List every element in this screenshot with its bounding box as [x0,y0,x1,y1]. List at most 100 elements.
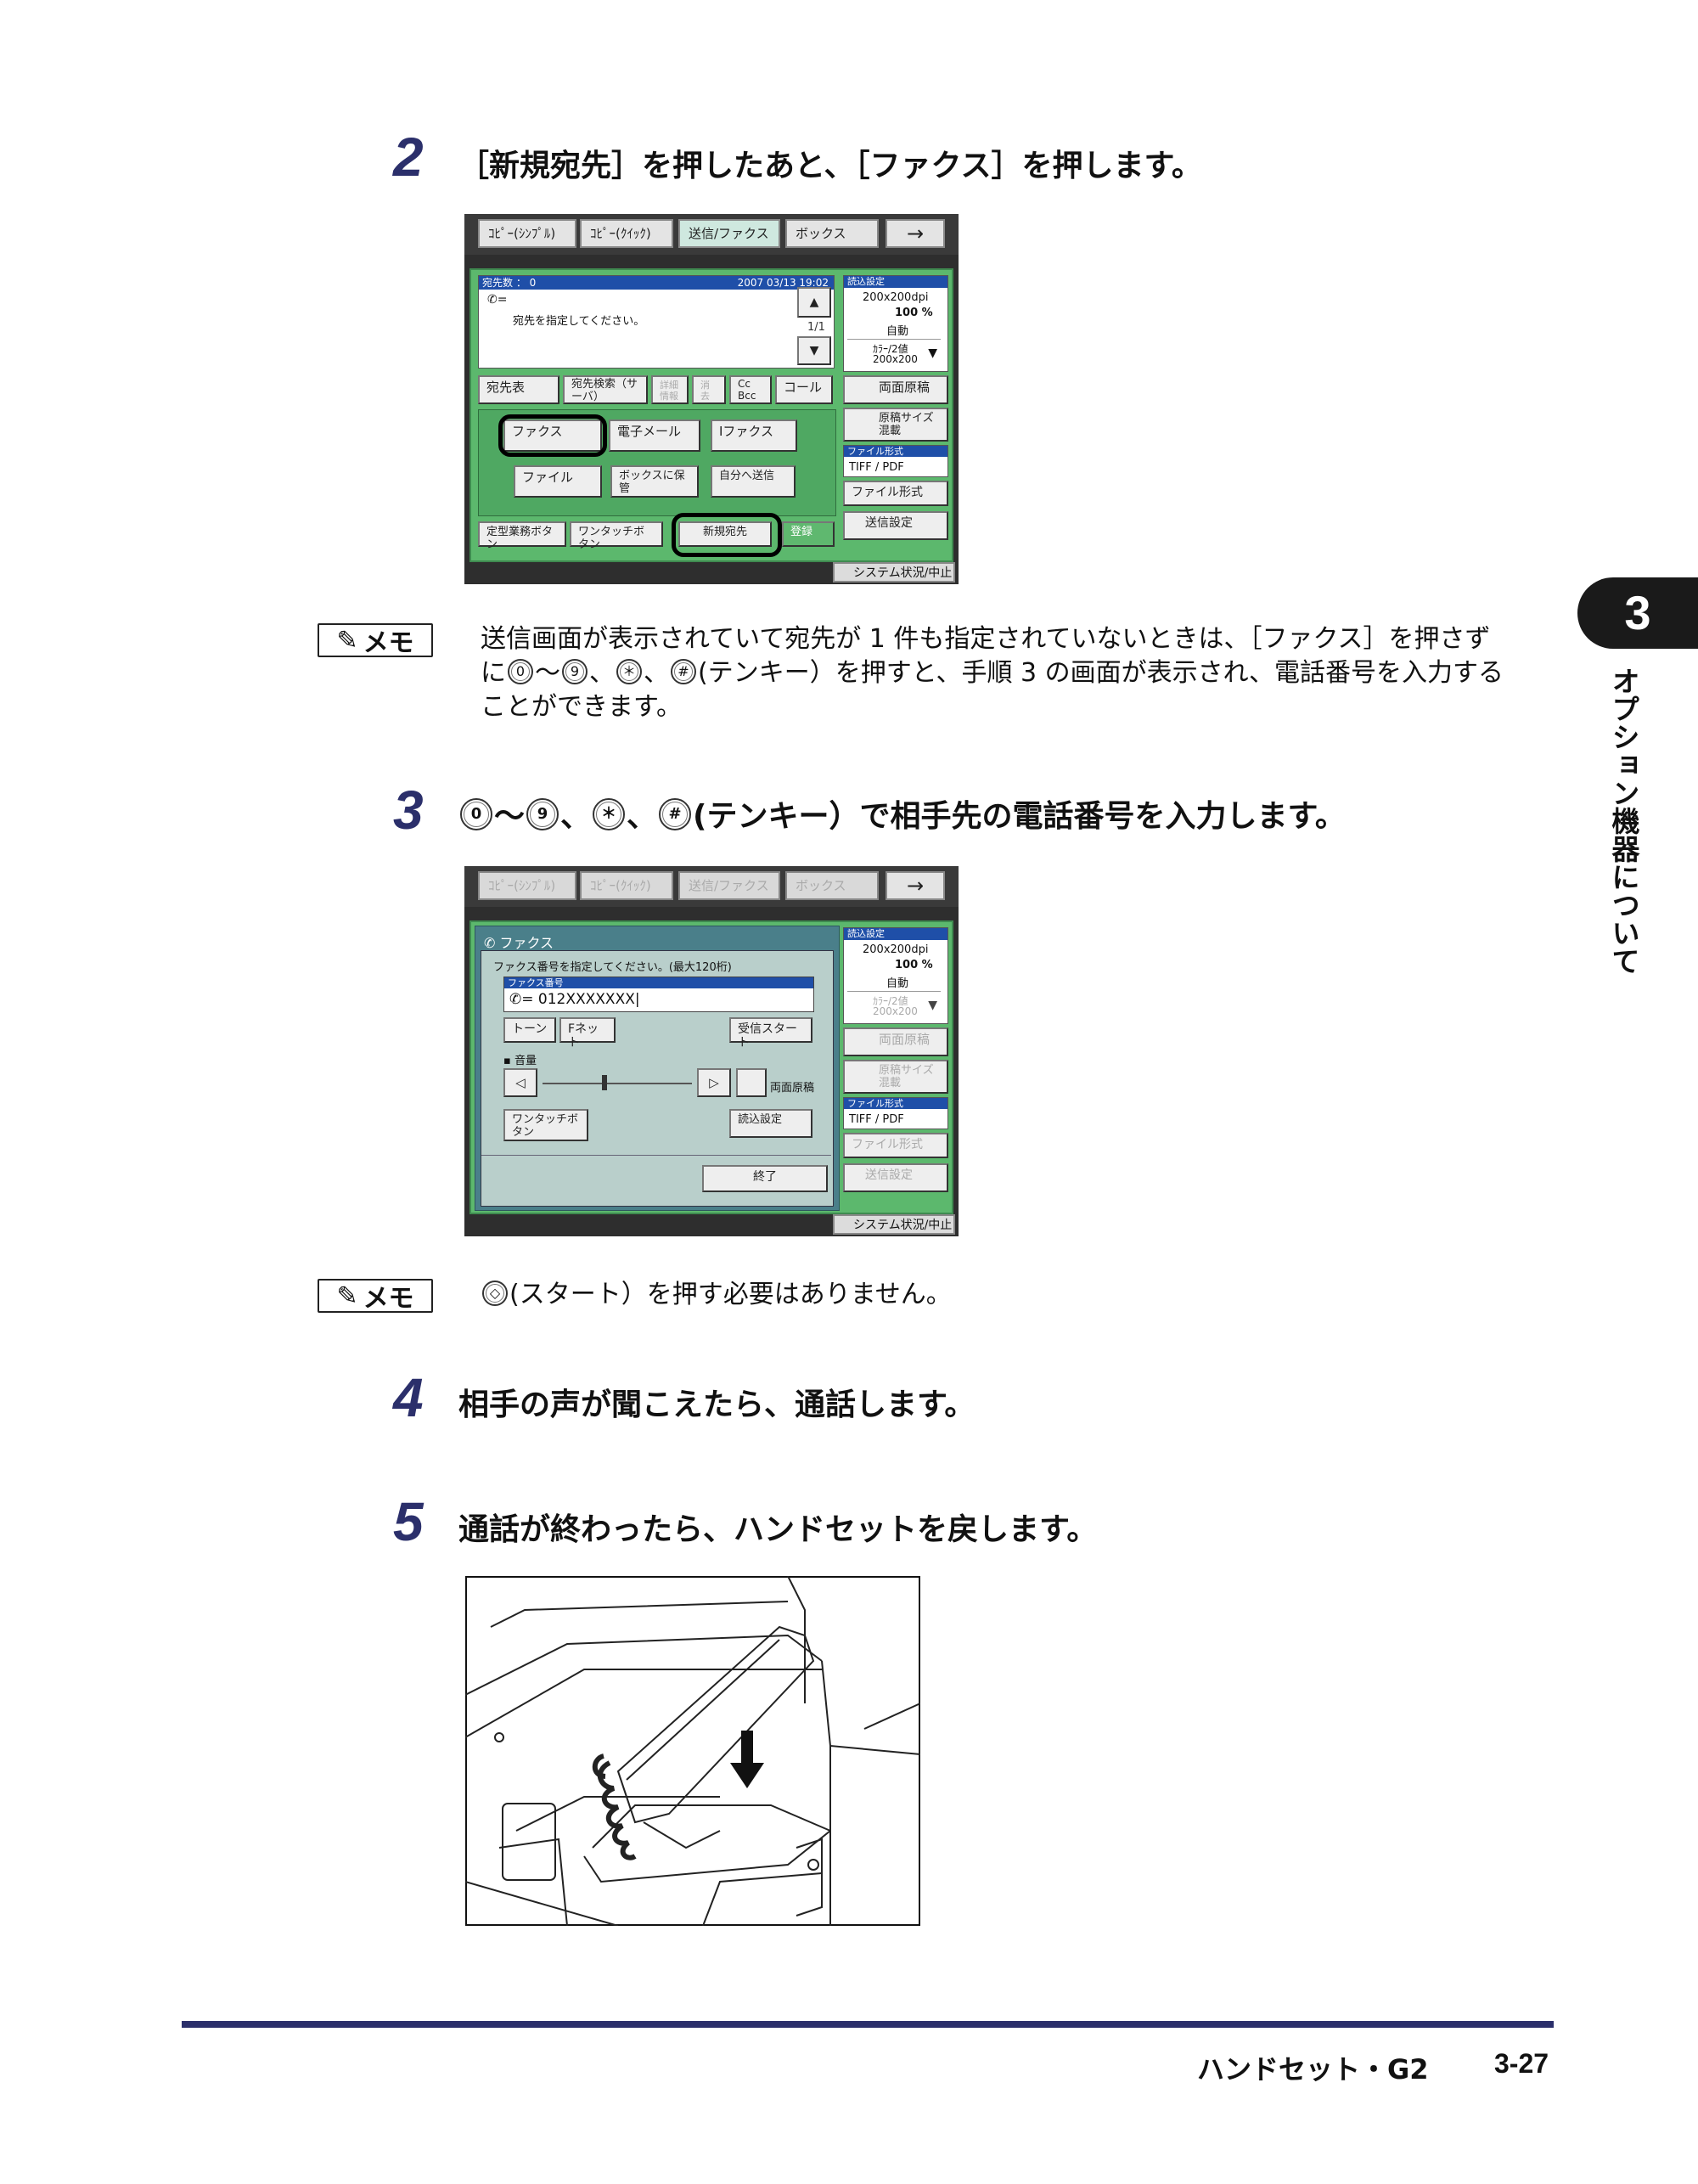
divider [481,1155,831,1156]
new-address-button[interactable]: 新規宛先 [678,521,772,547]
favorite-buttons-button[interactable]: 定型業務ボタン [478,521,566,551]
volume-slider-track[interactable] [543,1083,692,1084]
zoom: 100 % [895,307,933,319]
tab-next-arrow-icon[interactable]: → [886,219,945,248]
color-mode-select[interactable]: ｶﾗｰ/2値 200x200 ▼ [847,991,941,1022]
memo-label: メモ [363,628,414,658]
read-settings-header: 読込設定 [844,276,947,288]
chevron-down-icon: ▼ [928,346,937,360]
tab-send-fax[interactable]: 送信/ファクス [678,871,780,900]
screen-body: ✆ ファクス ファクス番号を指定してください。(最大120桁) ファクス番号 ✆… [469,920,953,1214]
tab-copy-simple[interactable]: ｺﾋﾟｰ(ｼﾝﾌﾟﾙ) [478,871,576,900]
destination-count-header: 宛先数 ： 0 2007 03/13 19:02 [479,276,834,290]
volume-slider-handle[interactable] [602,1075,607,1090]
step-text: ［新規宛先］を押したあと、［ファクス］を押します。 [458,149,1202,183]
end-button[interactable]: 終了 [702,1165,828,1192]
volume-down-icon[interactable]: ◁ [503,1068,537,1097]
separator: 、 [589,658,615,688]
tab-send-fax[interactable]: 送信/ファクス [678,219,780,248]
ifax-button[interactable]: Iファクス [711,419,797,452]
destination-placeholder: 宛先を指定してください。 [513,315,645,328]
handset-illustration [465,1576,920,1926]
tab-next-arrow-icon[interactable]: → [886,871,945,900]
tab-copy-quick[interactable]: ｺﾋﾟｰ(ｸｲｯｸ) [580,219,673,248]
tab-copy-quick[interactable]: ｺﾋﾟｰ(ｸｲｯｸ) [580,871,673,900]
fax-icon: ✆= [487,293,508,307]
volume-text: 音量 [514,1055,537,1067]
address-search-button[interactable]: 宛先検索（サーバ） [563,375,648,404]
key-hash-icon: # [659,798,692,830]
call-button[interactable]: コール [775,375,833,404]
fax-button[interactable]: ファクス [503,419,602,452]
color-mode-select[interactable]: ｶﾗｰ/2値 200x200 ▼ [847,339,941,370]
color-resolution: 200x200 [873,1005,918,1017]
range-mark: 〜 [535,658,560,688]
step-text: 相手の声が聞こえたら、通話します。 [458,1388,976,1422]
fax-dialog-title: ✆ ファクス [484,935,554,951]
memo-text-part: (スタート）を押す必要はありません。 [509,1280,952,1309]
duplex-button[interactable]: 両面原稿 [843,1027,948,1056]
footer-section: ハンドセット・G2 [1197,2053,1429,2085]
one-touch-button[interactable]: ワンタッチボタン [570,521,663,551]
f-net-button[interactable]: Fネット [559,1017,616,1050]
file-format-button[interactable]: ファイル形式 [843,1133,948,1158]
resolution: 200x200dpi [863,291,929,304]
store-in-box-button[interactable]: ボックスに保管 [610,465,699,498]
mixed-size-button[interactable]: 原稿サイズ混載 [843,408,948,442]
system-status-button[interactable]: システム状況/中止 [833,562,955,583]
tab-box[interactable]: ボックス [785,219,879,248]
receive-start-button[interactable]: 受信スタート [729,1017,812,1050]
step-number: 2 [393,127,424,188]
email-button[interactable]: 電子メール [609,419,700,452]
details-button[interactable]: 詳細情報 [651,375,689,404]
separator: 、 [627,799,658,834]
zoom: 100 % [895,959,933,971]
read-settings-panel: 読込設定 200x200dpi 100 % 自動 ｶﾗｰ/2値 200x200 … [843,275,948,372]
duplex-button[interactable]: 両面原稿 [843,375,948,404]
chapter-title: オプション機器について [1607,667,1640,975]
memo-text: 送信画面が表示されていて宛先が 1 件も指定されていないときは、［ファクス］を押… [481,622,1559,724]
delete-button[interactable]: 消去 [692,375,726,404]
volume-up-icon[interactable]: ▷ [697,1068,731,1097]
chapter-tab: 3 [1577,577,1698,649]
read-settings-button[interactable]: 読込設定 [729,1109,812,1138]
start-key-icon: ◇ [482,1280,508,1306]
scroll-up-button[interactable]: ▲ [797,287,831,318]
fax-number-field[interactable]: ファクス番号 ✆= 012XXXXXXX| [503,977,814,1012]
memo-line: 送信画面が表示されていて宛先が 1 件も指定されていないときは、［ファクス］を押… [481,624,1491,654]
file-format-header: ファイル形式 [844,1098,947,1109]
control-panel-screen-send: ｺﾋﾟｰ(ｼﾝﾌﾟﾙ) ｺﾋﾟｰ(ｸｲｯｸ) 送信/ファクス ボックス → 宛先… [464,214,959,584]
system-status-button[interactable]: システム状況/中止 [833,1214,955,1235]
tab-box[interactable]: ボックス [785,871,879,900]
file-format-panel: ファイル形式 TIFF / PDF [843,445,948,477]
density-auto: 自動 [886,977,909,990]
duplex-toggle-button[interactable] [736,1068,767,1097]
register-button[interactable]: 登録 [782,521,835,547]
tab-copy-simple[interactable]: ｺﾋﾟｰ(ｼﾝﾌﾟﾙ) [478,219,576,248]
step-number: 3 [393,780,424,841]
tone-button[interactable]: トーン [503,1017,556,1043]
file-format-value: TIFF / PDF [849,1113,904,1126]
pencil-icon: ✎ [336,1281,358,1311]
file-button[interactable]: ファイル [514,465,602,498]
file-format-button[interactable]: ファイル形式 [843,481,948,506]
send-settings-button[interactable]: 送信設定 [843,511,948,540]
read-settings-panel: 読込設定 200x200dpi 100 % 自動 ｶﾗｰ/2値 200x200 … [843,927,948,1024]
cc-bcc-button[interactable]: Cc Bcc [729,375,772,404]
mixed-size-button[interactable]: 原稿サイズ混載 [843,1060,948,1094]
step-text: 0〜9、＊、#(テンキー）で相手先の電話番号を入力します。 [458,798,1346,834]
destination-count: 宛先数 ： 0 [482,277,537,289]
fax-number-text: = 012XXXXXXX [521,991,635,1008]
chevron-down-icon: ▼ [928,999,937,1012]
color-resolution: 200x200 [873,353,918,365]
address-book-button[interactable]: 宛先表 [478,375,559,404]
scroll-down-button[interactable]: ▼ [797,336,831,365]
volume-label: ▪ 音量 [503,1055,537,1067]
pencil-icon: ✎ [336,625,358,656]
key-star-icon: ＊ [616,658,642,684]
memo-badge: ✎ メモ [318,1279,433,1314]
send-settings-button[interactable]: 送信設定 [843,1163,948,1192]
one-touch-button[interactable]: ワンタッチボタン [503,1109,588,1141]
send-to-myself-button[interactable]: 自分へ送信 [711,465,796,498]
